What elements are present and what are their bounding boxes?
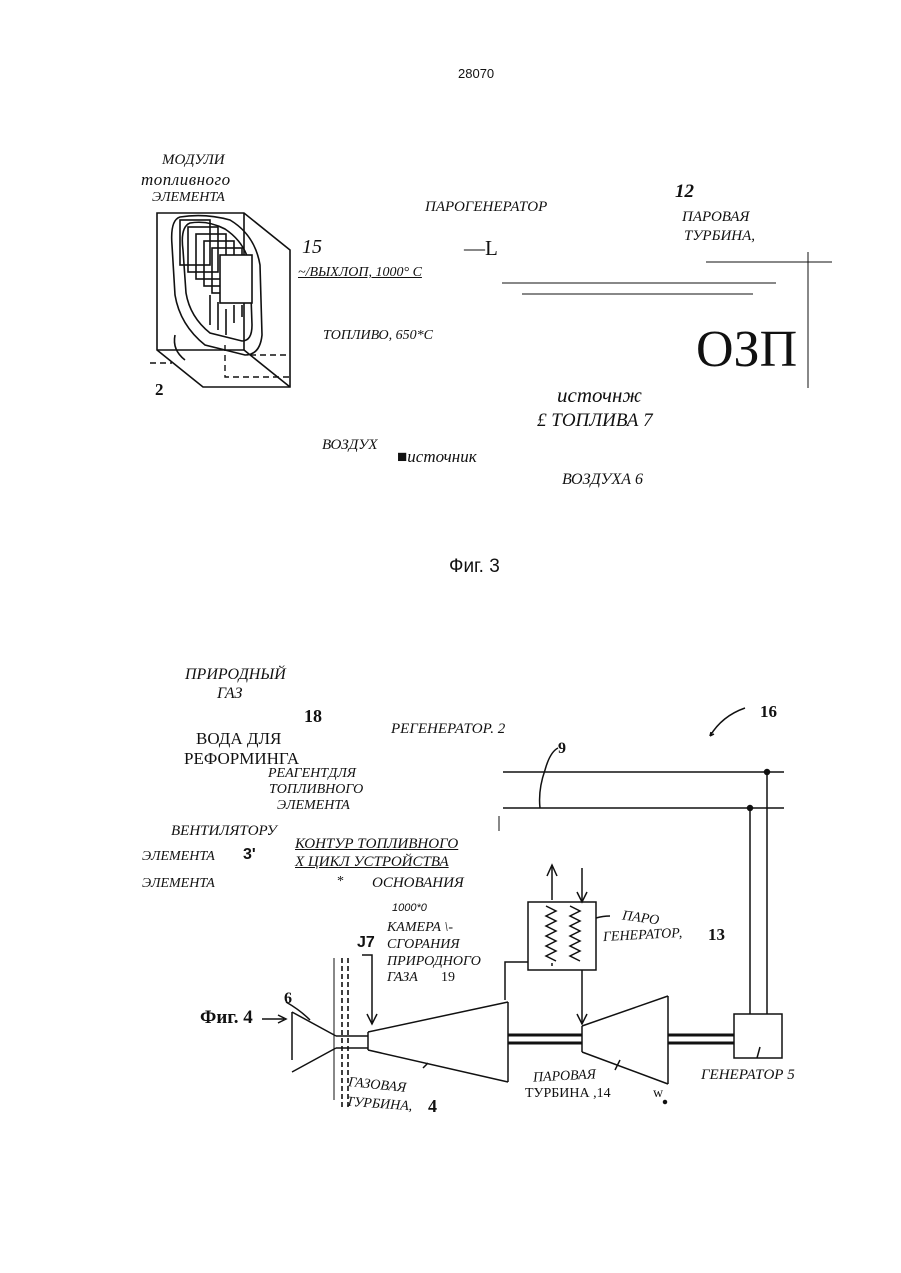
fig4-schematic-drawing: [0, 0, 901, 1273]
